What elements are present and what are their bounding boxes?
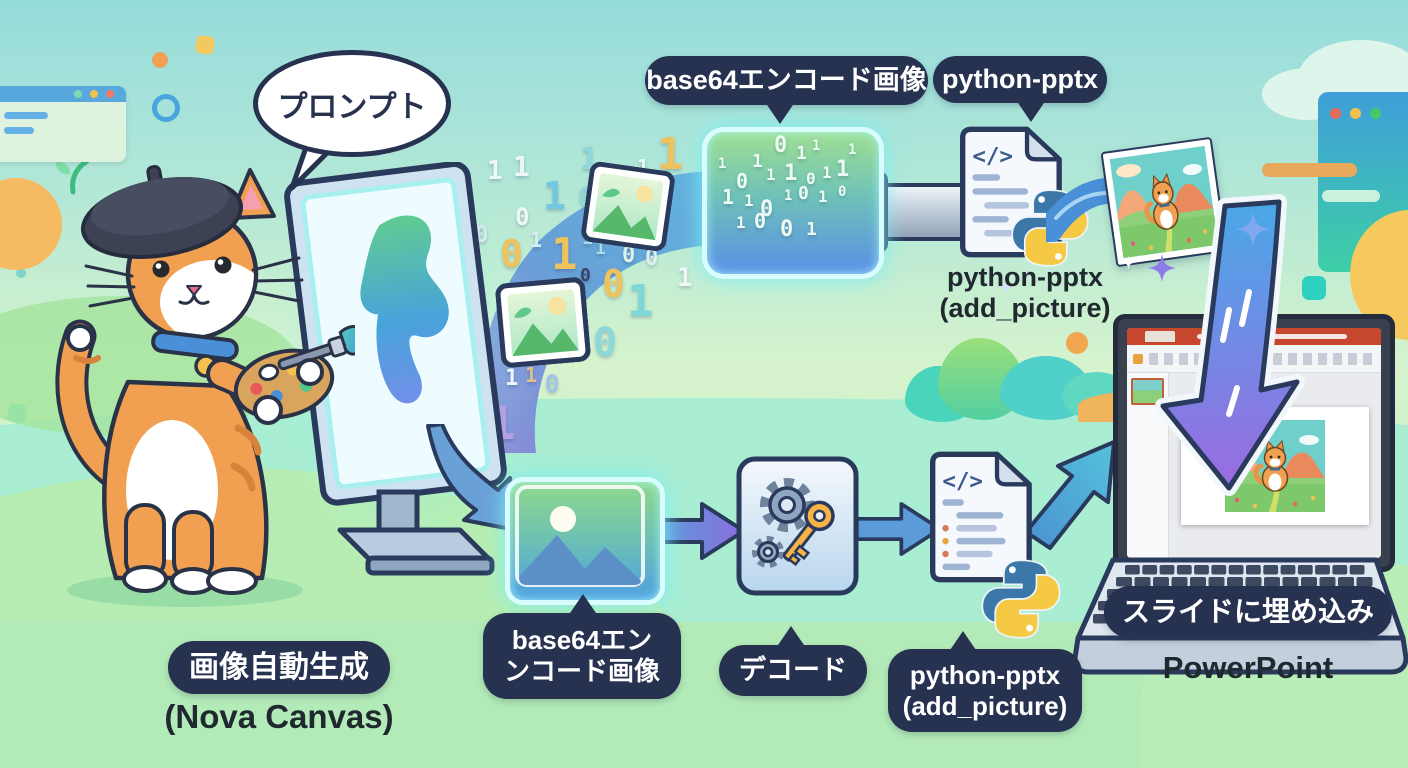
- badge-base64-top: base64エンコード画像: [645, 56, 928, 105]
- paint-swoosh: [360, 215, 449, 404]
- code-file-icon: </>: [930, 451, 1032, 583]
- sparkle-icon: [1122, 256, 1135, 269]
- badge-label: 画像自動生成: [189, 650, 369, 684]
- cat-collar: [151, 329, 239, 362]
- cat-paw: [253, 395, 283, 425]
- badge-python-pptx-bottom: python-pptx (add_picture): [888, 649, 1082, 732]
- browser-titlebar: [0, 86, 126, 102]
- gear-icon-small: [752, 536, 784, 568]
- window-dot-red: [1330, 108, 1341, 119]
- ribbon-icon-orange: [1133, 353, 1143, 364]
- caption-nova-canvas: (Nova Canvas): [150, 698, 408, 736]
- paintbrush-icon: [277, 325, 355, 371]
- badge-pointer: [568, 594, 598, 616]
- caption-line: python-pptx: [947, 262, 1103, 292]
- code-glyph: </>: [942, 469, 983, 495]
- text-line: [4, 112, 48, 119]
- window-dot-green: [1370, 108, 1381, 119]
- ribbon-icon-group: [1273, 352, 1375, 365]
- key-icon: [782, 500, 835, 567]
- decor-bar-mint: [1322, 190, 1380, 202]
- caption-line: (add_picture): [939, 293, 1111, 324]
- decode-box: [736, 456, 859, 596]
- gear-icon: [760, 478, 814, 532]
- badge-base64-bottom: base64エン ンコード画像: [483, 613, 681, 699]
- badge-label: base64エンコード画像: [646, 64, 927, 95]
- badge-python-pptx-top: python-pptx: [933, 56, 1107, 103]
- prompt-label: プロンプト: [277, 90, 427, 124]
- decor-dot-orange: [152, 52, 168, 68]
- text-line: [4, 127, 34, 134]
- badge-label: base64エン: [511, 625, 653, 656]
- cat-paw: [296, 358, 324, 386]
- decor-dot-teal: [16, 268, 26, 278]
- monitor-canvas: [284, 162, 507, 576]
- powerpoint-tab: [1145, 331, 1175, 342]
- code-glyph: </>: [972, 144, 1013, 170]
- badge-pointer: [948, 631, 978, 653]
- beret: [80, 165, 244, 259]
- decor-dot-orange-right: [1066, 332, 1088, 354]
- caption-line: (Nova Canvas): [164, 698, 394, 735]
- window-dot-green: [74, 90, 82, 98]
- window-dot-red: [106, 90, 114, 98]
- arrow-image-to-decode: [652, 502, 746, 560]
- badge-label: ンコード画像: [503, 656, 660, 686]
- badge-pointer: [776, 626, 806, 648]
- sparkle-icon: [1000, 280, 1013, 293]
- badge-label: スライドに埋め込み: [1121, 596, 1374, 628]
- image-thumbnail-icon: [580, 160, 676, 252]
- badge-image-generation: 画像自動生成: [168, 641, 390, 694]
- cat-artist: [55, 165, 355, 607]
- arrow-code-to-laptop: [1024, 440, 1116, 550]
- image-thumbnail-icon: [494, 276, 591, 369]
- caption-powerpoint: PowerPoint: [1140, 650, 1356, 686]
- sparkle-icon: [1236, 212, 1270, 246]
- caption-python-pptx-mid: python-pptx (add_picture): [920, 262, 1130, 324]
- browser-body: [0, 102, 126, 162]
- badge-pointer: [1016, 100, 1046, 122]
- python-logo-icon: [981, 559, 1061, 639]
- binary-data-box: [702, 127, 884, 279]
- decor-square-yellow: [194, 34, 216, 56]
- sparkle-icon: [1148, 254, 1176, 282]
- decor-ring-blue: [152, 94, 180, 122]
- decor-bar-orange: [1262, 163, 1357, 177]
- badge-pointer: [765, 102, 795, 124]
- badge-embed-slide: スライドに埋め込み: [1104, 586, 1392, 638]
- arrow-decode-to-code: [855, 502, 943, 556]
- window-dot-yellow: [1350, 108, 1361, 119]
- window-dot-yellow: [90, 90, 98, 98]
- badge-label: デコード: [739, 654, 847, 685]
- arrow-to-powerpoint: [1155, 194, 1305, 496]
- badge-label: python-pptx: [942, 63, 1098, 94]
- badge-label: python-pptx: [909, 659, 1061, 690]
- decor-square-teal: [1302, 276, 1326, 300]
- image-icon-art: [515, 485, 645, 587]
- speech-bubble: プロンプト: [253, 50, 451, 157]
- caption-line: PowerPoint: [1162, 650, 1334, 685]
- browser-window-left: [0, 86, 126, 162]
- badge-decode: デコード: [719, 645, 867, 696]
- badge-label: (add_picture): [902, 690, 1068, 721]
